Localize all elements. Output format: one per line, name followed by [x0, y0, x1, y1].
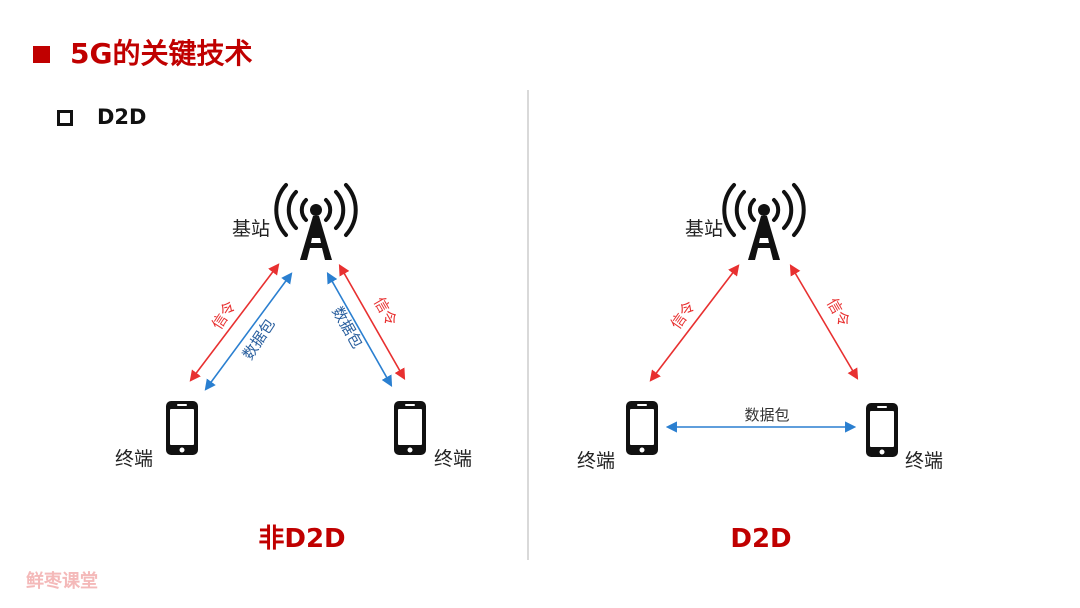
right-terminal-left-label: 终端 [577, 450, 616, 472]
right-panel-caption: D2D [730, 524, 792, 554]
right-terminal-left-phone-icon [626, 401, 658, 455]
left-data-link-left [204, 272, 293, 391]
left-signal-label-right: 信令 [370, 294, 401, 329]
right-terminal-right-phone-icon [866, 403, 898, 457]
left-signal-link-right [338, 264, 406, 380]
left-panel-caption: 非D2D [258, 524, 346, 554]
left-data-label-left: 数据包 [239, 315, 279, 363]
left-data-label-right: 数据包 [328, 304, 366, 352]
left-base-station-icon [274, 183, 358, 262]
right-signal-link-left [649, 264, 740, 382]
subtitle-bullet-icon [57, 110, 73, 126]
right-signal-link-right [789, 264, 859, 380]
right-base-station-label: 基站 [685, 218, 724, 240]
section-subtitle: D2D [97, 105, 147, 129]
panel-divider [527, 90, 529, 560]
right-data-label: 数据包 [744, 406, 789, 424]
left-signal-label-left: 信令 [208, 298, 239, 333]
right-base-station-icon [722, 183, 806, 262]
left-base-station-label: 基站 [232, 218, 271, 240]
right-signal-label-left: 信令 [667, 298, 699, 333]
left-terminal-left-phone-icon [166, 401, 198, 455]
title-bullet-icon [33, 46, 50, 63]
right-terminal-right-label: 终端 [905, 450, 944, 472]
left-terminal-left-label: 终端 [115, 448, 154, 470]
watermark-text: 鲜枣课堂 [26, 571, 98, 592]
right-signal-label-right: 信令 [823, 295, 854, 330]
left-terminal-right-label: 终端 [434, 448, 473, 470]
page-title: 5G的关键技术 [70, 37, 253, 70]
left-terminal-right-phone-icon [394, 401, 426, 455]
